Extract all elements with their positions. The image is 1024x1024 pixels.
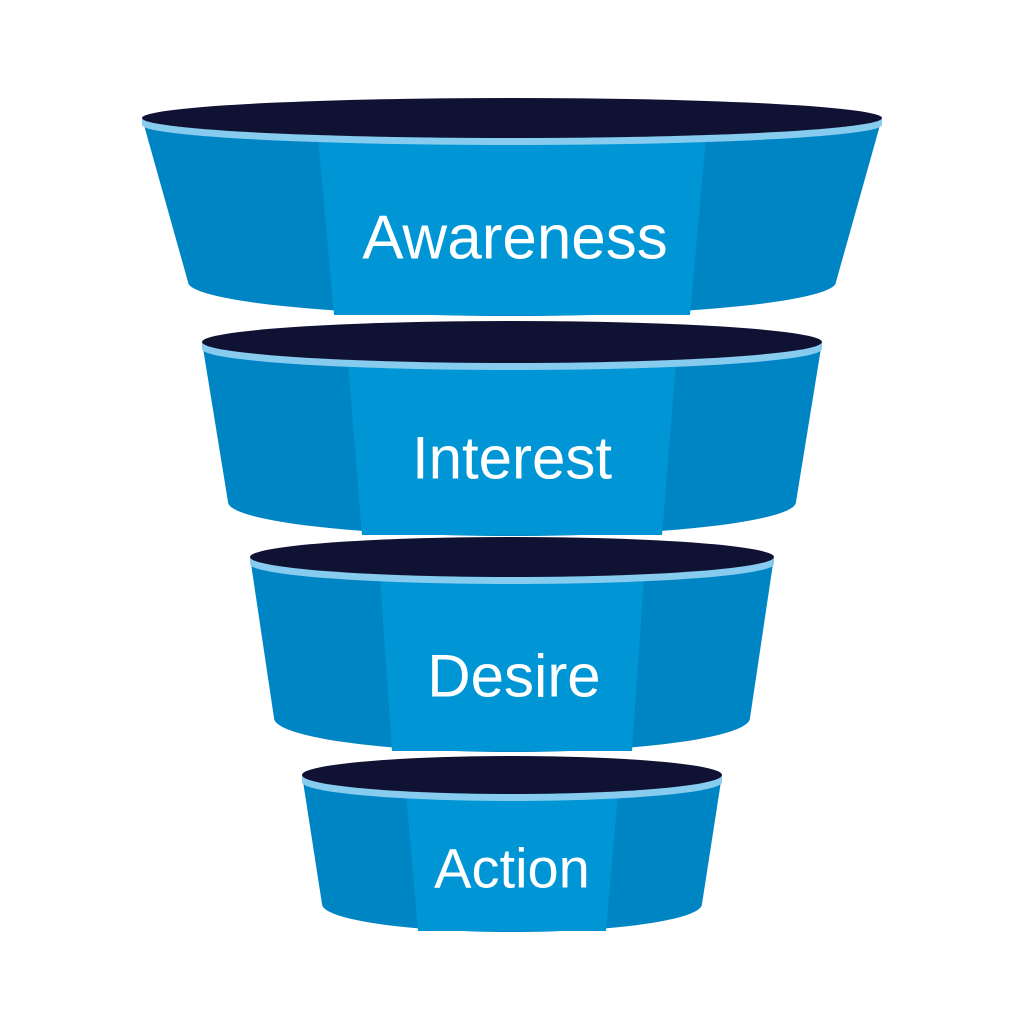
funnel-stage-action: Action <box>302 756 722 932</box>
stage-band-highlight <box>348 362 676 535</box>
funnel-stage-awareness: Awareness <box>142 98 882 316</box>
stage-rim-stripe <box>302 775 722 801</box>
stage-rim-stripe <box>202 342 822 370</box>
stage-rim-stripe <box>142 118 882 145</box>
stage-band-highlight <box>318 137 706 315</box>
stage-funnel-opening <box>142 98 882 138</box>
stage-label: Desire <box>427 643 600 710</box>
stage-funnel-opening <box>250 537 774 577</box>
stage-rim-stripe <box>250 557 774 584</box>
funnel-stage-desire: Desire <box>250 537 774 752</box>
stage-label: Interest <box>412 425 612 492</box>
stage-funnel-opening <box>302 756 722 794</box>
stage-label: Action <box>434 837 590 900</box>
stage-funnel-opening <box>202 321 822 363</box>
stage-band-highlight <box>380 576 644 751</box>
funnel-stage-interest: Interest <box>202 321 822 536</box>
stage-label: Awareness <box>362 204 668 273</box>
stage-band-highlight <box>406 793 618 931</box>
